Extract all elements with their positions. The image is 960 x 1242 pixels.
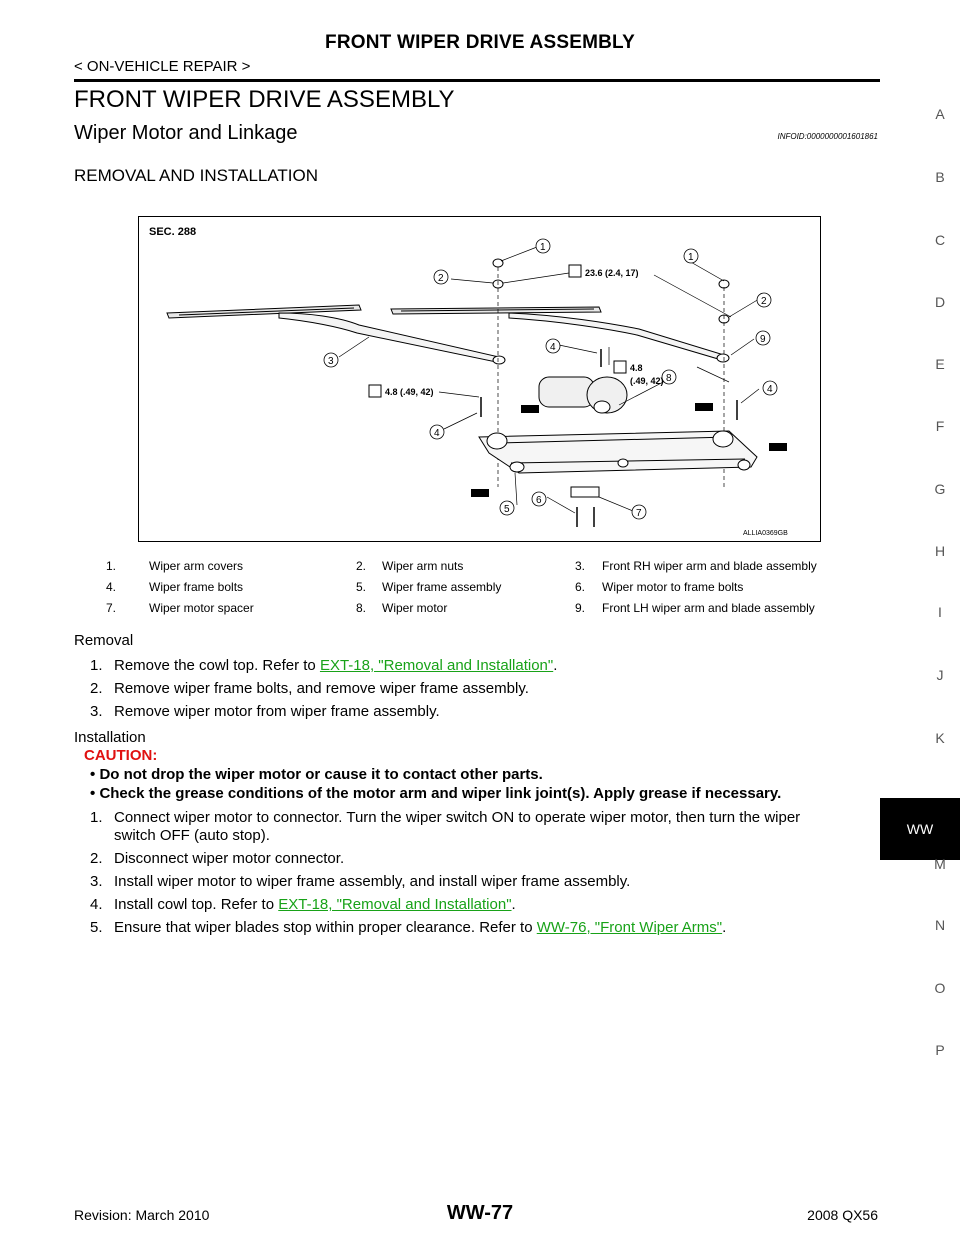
side-tab-ww-active[interactable]: WW	[880, 798, 960, 860]
wiper-assembly-diagram: SEC. 288	[149, 226, 788, 537]
ref-link-ext18[interactable]: EXT-18, "Removal and Installation"	[278, 896, 512, 913]
svg-text:2: 2	[438, 273, 444, 284]
removal-step: 1.Remove the cowl top. Refer to EXT-18, …	[90, 657, 558, 674]
torque-icon	[613, 360, 627, 374]
side-tab-j[interactable]: J	[936, 667, 944, 683]
side-tab-b[interactable]: B	[935, 169, 945, 185]
motor-spacer	[570, 486, 600, 498]
svg-text:7: 7	[636, 508, 642, 519]
caution-bullet: • Check the grease conditions of the mot…	[90, 785, 782, 802]
side-tab-n[interactable]: N	[934, 917, 946, 933]
torque-icon	[368, 384, 382, 398]
side-tab-i[interactable]: I	[938, 604, 942, 620]
footer-model: 2008 QX56	[807, 1207, 878, 1223]
side-tab-d[interactable]: D	[934, 294, 946, 310]
svg-text:4: 4	[767, 384, 773, 395]
ref-link-ww76[interactable]: WW-76, "Front Wiper Arms"	[536, 919, 723, 936]
side-tab-h[interactable]: H	[934, 543, 946, 559]
side-tab-p[interactable]: P	[935, 1042, 945, 1058]
side-tab-a[interactable]: A	[935, 106, 945, 122]
header-divider	[74, 79, 880, 82]
section-title: FRONT WIPER DRIVE ASSEMBLY	[74, 86, 455, 113]
installation-label: Installation	[74, 729, 146, 746]
side-tab-m[interactable]: M	[934, 856, 946, 872]
installation-step: 2.Disconnect wiper motor connector.	[90, 850, 345, 867]
lh-wiper-blade	[390, 306, 726, 362]
removal-label: Removal	[74, 632, 134, 649]
wiper-assembly-figure: SEC. 288	[138, 216, 821, 542]
torque-spec-2a: 4.8	[630, 363, 643, 373]
torque-spec-2b: (.49, 42)	[630, 376, 664, 386]
removal-installation-heading: REMOVAL AND INSTALLATION	[74, 166, 319, 185]
page-header-title: FRONT WIPER DRIVE ASSEMBLY	[325, 32, 635, 53]
svg-text:3: 3	[328, 356, 334, 367]
removal-step: 3.Remove wiper motor from wiper frame as…	[90, 703, 440, 720]
callouts: 1 2 1 2 9 3 4 4 8 4 5 6 7	[323, 238, 778, 520]
image-code: ALLIA0369GB	[743, 530, 788, 537]
installation-step: 3.Install wiper motor to wiper frame ass…	[90, 873, 631, 890]
removal-step: 2.Remove wiper frame bolts, and remove w…	[90, 680, 529, 697]
leader-lines	[338, 246, 760, 514]
side-tab-o[interactable]: O	[934, 980, 946, 996]
side-tab-e[interactable]: E	[935, 356, 945, 372]
front-arrow-icons	[471, 403, 787, 497]
side-tab-g[interactable]: G	[934, 481, 946, 497]
installation-step: 1.Connect wiper motor to connector. Turn…	[90, 809, 801, 826]
arm-pivots	[492, 258, 730, 365]
torque-specs: 23.6 (2.4, 17) 4.8 (.49, 42) 4.8 (.49, 4…	[368, 264, 664, 398]
side-tab-f[interactable]: F	[935, 418, 945, 434]
svg-text:1: 1	[540, 242, 546, 253]
svg-text:4: 4	[434, 428, 440, 439]
footer-page-number: WW-77	[446, 1202, 514, 1224]
installation-step: 5.Ensure that wiper blades stop within p…	[90, 919, 727, 936]
legend-row: 4. Wiper frame bolts 5. Wiper frame asse…	[106, 580, 744, 594]
torque-spec-3: 4.8 (.49, 42)	[385, 387, 434, 397]
caution-bullet: • Do not drop the wiper motor or cause i…	[90, 766, 543, 783]
svg-text:1: 1	[688, 252, 694, 263]
legend-row: 1. Wiper arm covers 2. Wiper arm nuts 3.…	[106, 559, 817, 573]
svg-text:5: 5	[504, 504, 510, 515]
breadcrumb: < ON-VEHICLE REPAIR >	[74, 58, 251, 75]
installation-step: 4.Install cowl top. Refer to EXT-18, "Re…	[90, 896, 516, 913]
parts-legend: 1. Wiper arm covers 2. Wiper arm nuts 3.…	[106, 559, 866, 622]
side-tab-k[interactable]: K	[935, 730, 945, 746]
subsection-title: Wiper Motor and Linkage	[74, 122, 298, 144]
wiper-frame	[478, 430, 758, 474]
svg-text:9: 9	[760, 334, 766, 345]
torque-icon	[568, 264, 582, 278]
ref-link-ext18[interactable]: EXT-18, "Removal and Installation"	[319, 657, 554, 674]
caution-label: CAUTION:	[84, 747, 158, 764]
legend-row: 7. Wiper motor spacer 8. Wiper motor 9. …	[106, 601, 815, 615]
wiper-motor	[538, 376, 628, 414]
info-id: INFOID:0000000001601861	[777, 132, 878, 141]
svg-text:4: 4	[550, 342, 556, 353]
svg-text:6: 6	[536, 495, 542, 506]
footer-revision: Revision: March 2010	[74, 1207, 210, 1223]
svg-text:8: 8	[666, 373, 672, 384]
installation-step-continued: switch OFF (auto stop).	[114, 827, 270, 844]
bolts	[480, 349, 738, 527]
side-tab-c[interactable]: C	[934, 232, 946, 248]
sec-label: SEC. 288	[149, 226, 196, 238]
svg-text:2: 2	[761, 296, 767, 307]
torque-spec-1: 23.6 (2.4, 17)	[585, 268, 639, 278]
